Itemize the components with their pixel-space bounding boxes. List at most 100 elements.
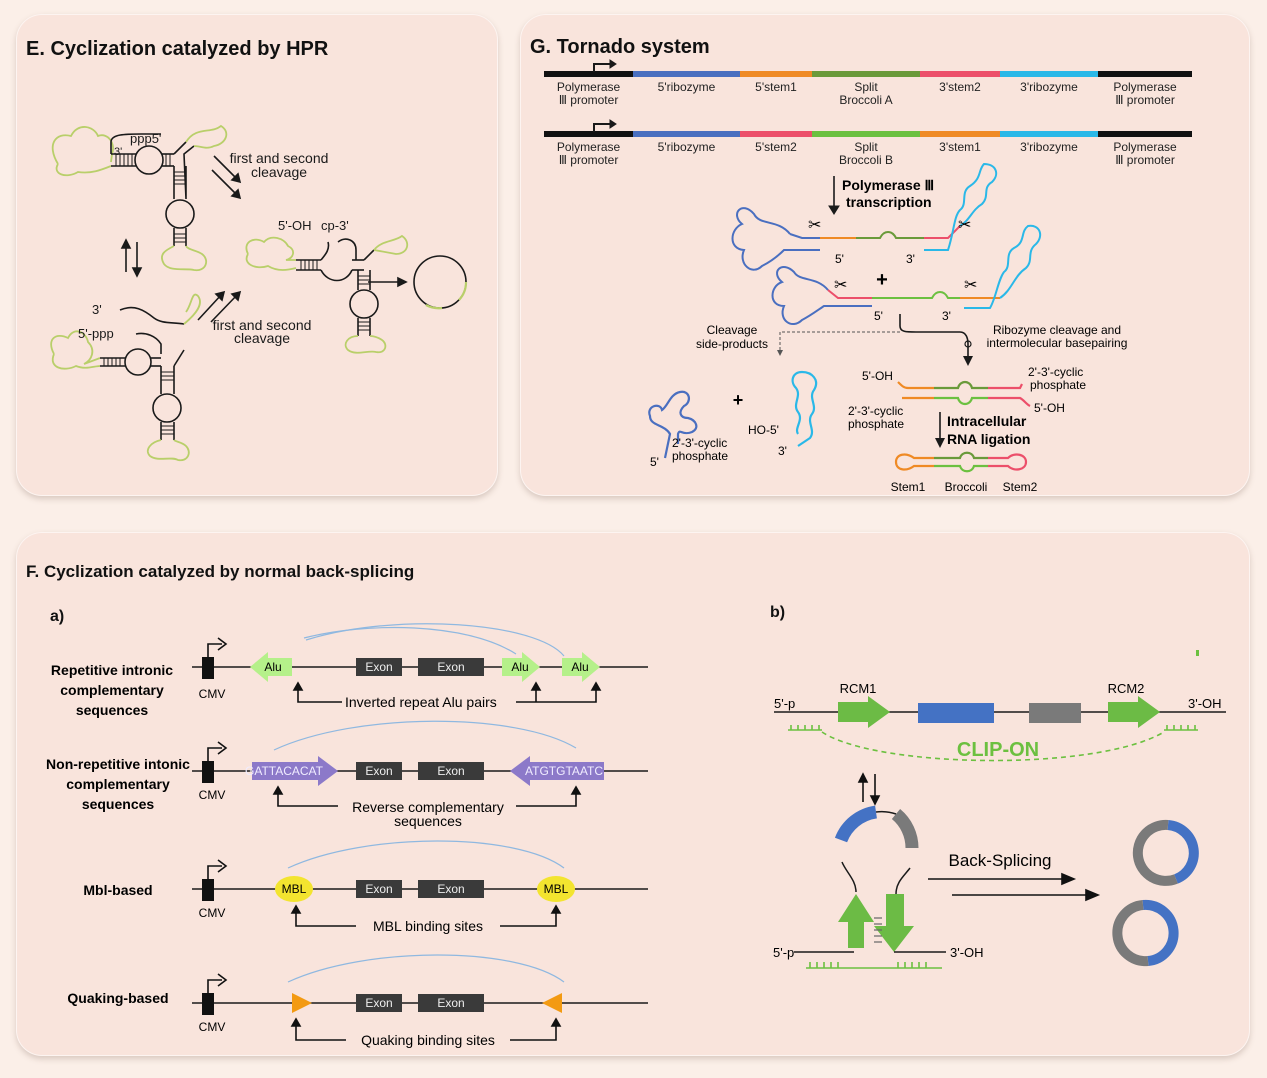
construct-b-segment-label-5: 3'ribozyme — [1020, 140, 1078, 154]
equilibrium-arrow-b-icon — [857, 772, 881, 806]
circular-rna-product — [413, 255, 468, 310]
back-splicing-label: Back-Splicing — [949, 851, 1052, 870]
green-mark — [1196, 650, 1199, 656]
cmv-promoter-icon — [202, 879, 214, 901]
construct-a-segment-label-2: 5'stem1 — [755, 80, 797, 94]
b-label-5p-bottom: 5'-p — [773, 945, 794, 960]
alu-element-1: Alu — [250, 652, 292, 682]
circrna-product-1 — [1132, 819, 1199, 886]
row1-cmv: CMV — [199, 687, 226, 701]
svg-text:Exon: Exon — [437, 996, 464, 1010]
scissors-icon-3: ✂ — [834, 277, 847, 294]
side-cyclic-2: phosphate — [672, 449, 728, 463]
construct-a-segment-4 — [920, 71, 1000, 77]
construct-b-segment-5 — [1000, 131, 1098, 137]
construct-b-segment-6 — [1098, 131, 1192, 137]
row2-caption-2: sequences — [394, 813, 462, 829]
exon-gray — [1029, 703, 1081, 723]
quaking-site-2 — [542, 993, 562, 1013]
promoter-arrow-a-icon — [593, 59, 617, 72]
exon-2 — [418, 762, 484, 780]
back-splicing-arrows-icon — [928, 872, 1101, 902]
row2-name-1: Non-repetitive intonic — [46, 756, 190, 772]
b-label-5p: 5'-p — [774, 696, 795, 711]
side-ho5: HO-5' — [748, 423, 779, 437]
construct-a-segment-label-1: 5'ribozyme — [658, 80, 716, 94]
final-tornado-product — [894, 451, 1028, 473]
cleavage-arrow-bottom-icon — [197, 290, 242, 323]
svg-text:MBL: MBL — [282, 882, 307, 896]
ligation-1: Intracellular — [947, 413, 1027, 429]
construct-b-segment-label-0: Ⅲ promoter — [559, 153, 619, 167]
row1-name-3: sequences — [76, 702, 149, 718]
construct-a-segment-label-4: 3'stem2 — [939, 80, 981, 94]
label-cyclic-left-1: 2'-3'-cyclic — [848, 404, 903, 418]
row-non-repetitive: Non-repetitive intonic complementary seq… — [46, 720, 648, 829]
final-label-stem1: Stem1 — [891, 480, 926, 494]
label-3prime-top: 3' — [114, 146, 122, 158]
construct-b-segment-0 — [544, 131, 633, 137]
construct-b-segment-2 — [740, 131, 812, 137]
row2-name-2: complementary — [66, 776, 170, 792]
svg-text:Exon: Exon — [365, 882, 392, 896]
construct-a-segment-label-3: Split — [854, 80, 878, 94]
side-5prime: 5' — [650, 455, 659, 469]
panel-f-title: F. Cyclization catalyzed by normal back-… — [26, 562, 415, 581]
construct-b-segment-label-2: 5'stem2 — [755, 140, 797, 154]
construct-a-segment-label-0: Polymerase — [557, 80, 621, 94]
label-cp3: cp-3' — [321, 218, 349, 233]
exon-1 — [356, 880, 402, 898]
label-cyclic-left-2: phosphate — [848, 417, 904, 431]
exon-1 — [356, 994, 402, 1012]
hpr-structure-middle — [245, 234, 409, 354]
hairpin-structure — [794, 805, 946, 969]
cleavage-side-2: side-products — [696, 337, 768, 351]
label-ppp5: ppp5' — [130, 131, 161, 146]
row1-name-2: complementary — [60, 682, 164, 698]
label-cleavage-top: cleavage — [251, 164, 307, 180]
back-splicing-diagram: Repetitive intronic complementary sequen… — [46, 623, 1226, 1048]
mbl-site-1: MBL — [275, 876, 313, 902]
label-3prime-bottom: 3' — [92, 302, 102, 317]
label-3prime-a: 3' — [906, 252, 915, 266]
alu-element-2: Alu — [502, 652, 540, 682]
construct-b-segment-label-6: Ⅲ promoter — [1115, 153, 1175, 167]
cmv-promoter-icon — [202, 761, 214, 783]
row2-name-3: sequences — [82, 796, 155, 812]
svg-text:Exon: Exon — [437, 764, 464, 778]
label-cyclic-right-1: 2'-3'-cyclic — [1028, 365, 1083, 379]
svg-text:Exon: Exon — [365, 996, 392, 1010]
panel-e-title: E. Cyclization catalyzed by HPR — [26, 38, 329, 60]
row-quaking-based: Quaking-based CMV Exon Exon Quaking bind… — [67, 954, 648, 1048]
scissors-icon-2: ✂ — [958, 217, 971, 234]
construct-b-segment-label-6: Polymerase — [1113, 140, 1177, 154]
panel-f-back-splicing: F. Cyclization catalyzed by normal back-… — [16, 532, 1250, 1056]
svg-text:Exon: Exon — [365, 660, 392, 674]
transcript-b — [771, 224, 1042, 325]
row3-cmv: CMV — [199, 906, 226, 920]
rcm1-arrow — [838, 696, 890, 728]
svg-text:Exon: Exon — [437, 882, 464, 896]
transcription-arrow-icon — [828, 176, 840, 215]
panel-g-title: G. Tornado system — [530, 36, 710, 58]
row3-caption: MBL binding sites — [373, 918, 483, 934]
exon-blue — [918, 703, 994, 723]
construct-a-segment-label-0: Ⅲ promoter — [559, 93, 619, 107]
construct-a-segment-label-5: 3'ribozyme — [1020, 80, 1078, 94]
circularization-arrow-icon — [368, 276, 408, 288]
rcm2-arrow — [1108, 696, 1160, 728]
row1-name-1: Repetitive intronic — [51, 662, 173, 678]
b-label-3oh: 3'-OH — [1188, 696, 1222, 711]
svg-text:Exon: Exon — [437, 660, 464, 674]
row1-caption: Inverted repeat Alu pairs — [345, 694, 497, 710]
construct-b-segment-label-1: 5'ribozyme — [658, 140, 716, 154]
construct-a-segment-0 — [544, 71, 633, 77]
construct-b-segment-4 — [920, 131, 1000, 137]
scissors-icon-4: ✂ — [964, 277, 977, 294]
row-mbl-based: Mbl-based CMV MBL Exon Exon MBL MBL bind… — [83, 840, 648, 934]
step-transcription-1: Polymerase Ⅲ — [842, 177, 934, 193]
label-first-second-bottom: first and second — [213, 317, 312, 333]
svg-text:Alu: Alu — [511, 660, 528, 674]
